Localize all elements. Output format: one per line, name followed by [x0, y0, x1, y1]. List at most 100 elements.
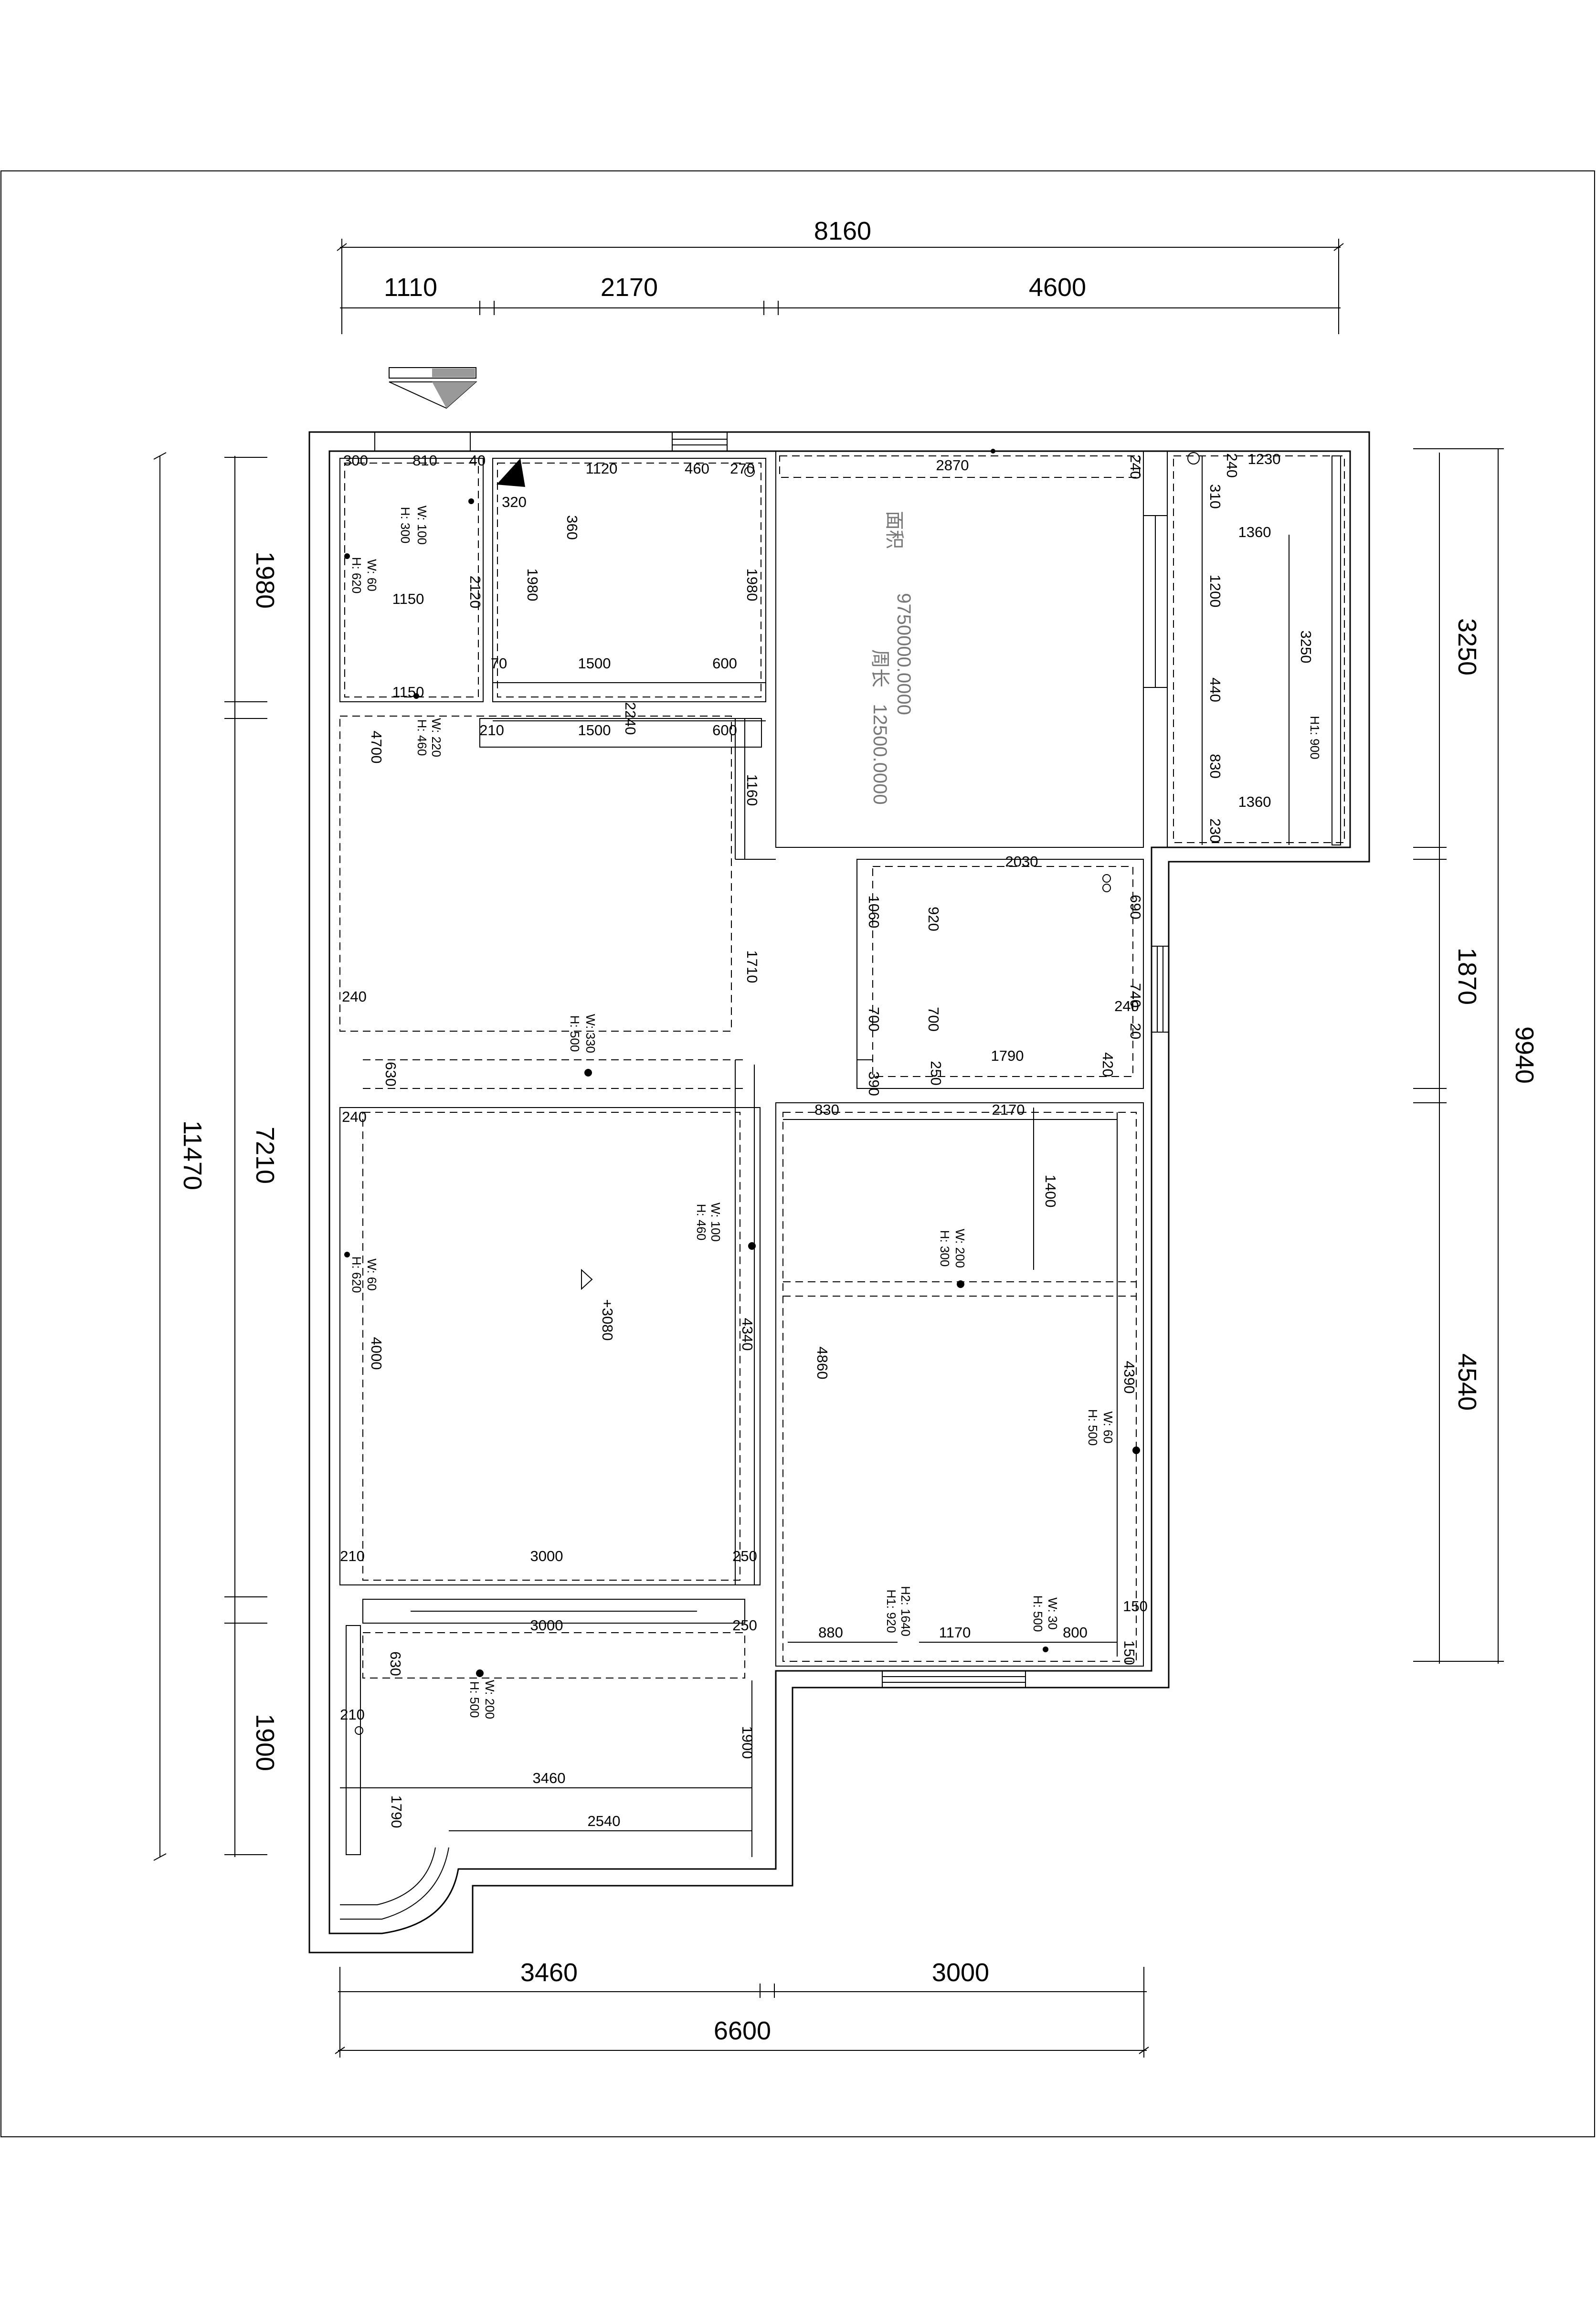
corridor-outline [339, 716, 732, 1032]
svg-text:2870: 2870 [936, 457, 969, 474]
svg-text:W: 100: W: 100 [708, 1203, 723, 1242]
svg-text:300: 300 [343, 452, 368, 469]
svg-text:1360: 1360 [1238, 524, 1271, 540]
svg-text:H: 500: H: 500 [1086, 1409, 1100, 1446]
dim-left-total: 11470 [178, 1120, 207, 1190]
dim-bottom-seg: 3000 [932, 1958, 989, 1987]
svg-text:1150: 1150 [392, 684, 424, 700]
svg-text:250: 250 [732, 1548, 757, 1564]
svg-text:3460: 3460 [533, 1770, 566, 1786]
svg-text:1120: 1120 [586, 460, 618, 477]
svg-text:W: 60: W: 60 [365, 559, 379, 591]
svg-text:1170: 1170 [939, 1624, 971, 1641]
svg-text:4390: 4390 [1121, 1361, 1138, 1394]
svg-text:2120: 2120 [467, 576, 484, 609]
svg-text:1710: 1710 [744, 950, 761, 983]
svg-text:700: 700 [925, 1007, 942, 1032]
left-dimension-lines [153, 452, 267, 1861]
svg-text:W: 330: W: 330 [583, 1014, 598, 1053]
svg-text:W: 200: W: 200 [953, 1229, 967, 1268]
svg-text:1230: 1230 [1248, 451, 1281, 467]
svg-text:240: 240 [1127, 454, 1144, 479]
svg-text:H: 500: H: 500 [467, 1681, 482, 1718]
svg-text:70: 70 [491, 655, 507, 672]
svg-text:H: 620: H: 620 [349, 1256, 364, 1293]
svg-text:W: 200: W: 200 [483, 1680, 497, 1719]
svg-text:1790: 1790 [991, 1047, 1024, 1064]
dim-right-seg: 3250 [1453, 618, 1481, 676]
svg-text:1160: 1160 [744, 774, 761, 806]
svg-text:H: 300: H: 300 [938, 1230, 952, 1267]
level-triangle-icon [581, 1268, 593, 1290]
dim-bottom-seg: 3460 [520, 1958, 578, 1987]
svg-text:1980: 1980 [524, 569, 541, 602]
drawing-frame [0, 170, 1595, 2137]
svg-text:360: 360 [564, 515, 581, 540]
bath-a-walls [339, 458, 484, 702]
svg-text:210: 210 [479, 722, 504, 739]
svg-text:H1: 920: H1: 920 [884, 1589, 898, 1633]
level-mark: +3080 [599, 1299, 616, 1341]
svg-text:240: 240 [342, 988, 367, 1005]
fixture-marks: H: 300 W: 100 H: 620 W: 60 H: 460 W: 220… [344, 449, 1322, 1735]
bath-b-walls [492, 458, 766, 702]
right-dimension-lines [1413, 448, 1504, 1664]
toilet-icon [497, 458, 525, 487]
svg-text:20: 20 [1127, 1023, 1144, 1039]
svg-text:250: 250 [732, 1617, 757, 1634]
window-marks [374, 432, 1169, 1688]
svg-text:630: 630 [382, 1062, 399, 1087]
svg-text:830: 830 [1207, 754, 1224, 779]
area-label: 面积 [884, 511, 905, 549]
svg-text:210: 210 [340, 1706, 365, 1723]
svg-text:420: 420 [1099, 1052, 1116, 1077]
svg-text:390: 390 [866, 1071, 882, 1096]
svg-text:1060: 1060 [866, 896, 882, 929]
svg-text:3000: 3000 [530, 1617, 563, 1634]
svg-text:600: 600 [712, 655, 737, 672]
dim-left-seg: 7210 [251, 1127, 279, 1184]
dim-top-total: 8160 [814, 217, 871, 245]
svg-text:1200: 1200 [1207, 575, 1224, 608]
svg-text:1360: 1360 [1238, 793, 1271, 810]
study-walls [856, 859, 1144, 1089]
living-room-walls [339, 1107, 761, 1585]
section-marker-icon [389, 367, 477, 409]
svg-text:4000: 4000 [368, 1337, 385, 1370]
svg-text:H1: 900: H1: 900 [1308, 716, 1322, 759]
svg-text:240: 240 [1224, 453, 1240, 478]
svg-text:800: 800 [1063, 1624, 1088, 1641]
svg-text:W: 60: W: 60 [365, 1258, 379, 1290]
svg-text:740: 740 [1127, 983, 1144, 1008]
svg-text:150: 150 [1123, 1598, 1148, 1615]
dim-top-seg: 4600 [1029, 273, 1086, 302]
svg-text:830: 830 [814, 1101, 839, 1118]
svg-text:2540: 2540 [588, 1813, 621, 1829]
svg-text:3250: 3250 [1298, 631, 1314, 664]
exterior-wall [308, 431, 1370, 1953]
svg-text:150: 150 [1121, 1640, 1138, 1665]
master-bedroom-walls [775, 451, 1144, 848]
svg-text:1500: 1500 [578, 722, 611, 739]
svg-text:460: 460 [685, 460, 709, 477]
svg-text:H: 500: H: 500 [1031, 1595, 1045, 1632]
svg-text:1790: 1790 [388, 1795, 405, 1828]
dim-bottom-total: 6600 [714, 2016, 771, 2045]
svg-text:H: 460: H: 460 [415, 719, 429, 756]
svg-text:40: 40 [469, 452, 486, 469]
curved-balcony-edge [340, 1847, 449, 1920]
svg-text:810: 810 [412, 452, 437, 469]
svg-text:W: 60: W: 60 [1101, 1411, 1115, 1443]
dim-top-seg: 1110 [384, 273, 437, 302]
svg-text:4700: 4700 [368, 731, 385, 764]
dim-right-seg: 4540 [1453, 1353, 1481, 1411]
svg-text:1150: 1150 [392, 591, 424, 607]
svg-text:H: 500: H: 500 [568, 1015, 582, 1052]
area-value: 9750000.0000 [893, 593, 914, 715]
svg-text:700: 700 [866, 1007, 882, 1032]
svg-text:250: 250 [928, 1061, 944, 1086]
interior-wall-outline [328, 450, 1351, 1934]
dim-left-seg: 1900 [251, 1714, 279, 1771]
svg-text:880: 880 [818, 1624, 843, 1641]
svg-text:2170: 2170 [992, 1101, 1025, 1118]
